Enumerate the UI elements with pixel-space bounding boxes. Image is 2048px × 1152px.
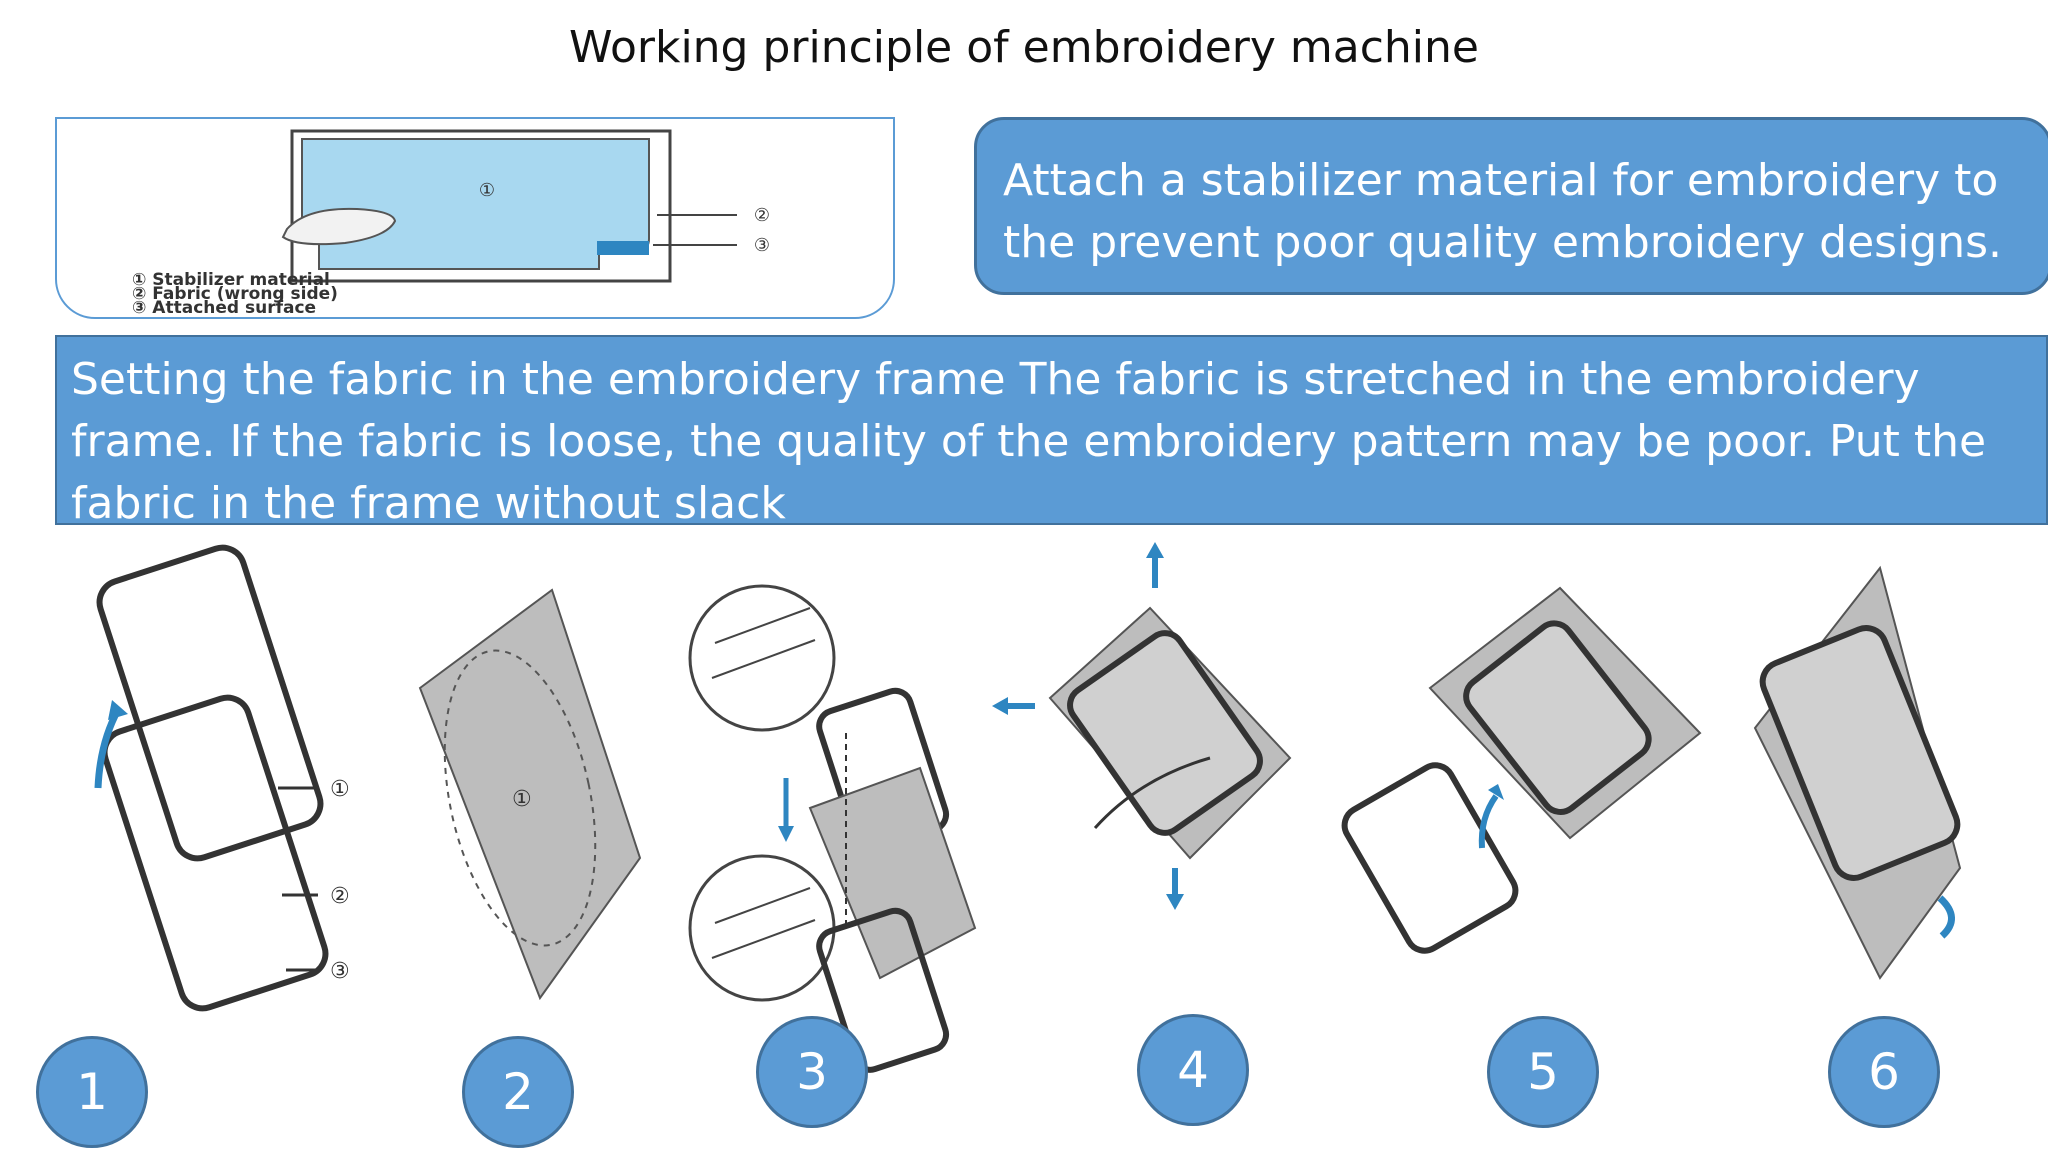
step-6-frame	[1759, 625, 1961, 881]
step-badge-3: 3	[756, 1016, 868, 1128]
step-4-frame	[1067, 630, 1263, 836]
legend-stabilizer: ① Stabilizer material	[132, 270, 330, 290]
detail-circle-top	[688, 584, 836, 732]
detail-line-top-2	[711, 639, 816, 679]
step-3-outer-frame	[816, 907, 950, 1073]
step-badge-6: 6	[1828, 1016, 1940, 1128]
marker-stabilizer: ①	[479, 180, 495, 201]
step-4-stretch-fabric	[992, 542, 1292, 910]
fabric-sheet	[418, 588, 642, 1001]
step-3-fabric	[808, 766, 977, 980]
attached-surface-shape	[597, 241, 649, 255]
step-5-arrow-icon	[1478, 794, 1499, 849]
legend-attached: ③ Attached surface	[132, 298, 316, 317]
step-3-align-frames	[688, 584, 977, 1073]
stabilizer-diagram: ① ② ③ ① Stabilizer material ② Fabric (wr…	[55, 117, 895, 319]
stabilizer-material-shape	[301, 138, 650, 270]
stabilizer-callout: Attach a stabilizer material for embroid…	[974, 117, 2048, 295]
design-area-outline	[443, 649, 597, 947]
frame-marker-1: ①	[330, 777, 350, 802]
step-badge-5: 5	[1487, 1016, 1599, 1128]
setting-fabric-banner: Setting the fabric in the embroidery fra…	[55, 335, 2048, 529]
outer-frame	[101, 694, 329, 1012]
lift-arrow-icon	[94, 708, 122, 789]
frame-marker-2: ②	[330, 884, 350, 909]
hand-outline	[1093, 756, 1211, 830]
step-badge-2: 2	[462, 1036, 574, 1148]
page-title: Working principle of embroidery machine	[569, 22, 1479, 73]
left-arrow-head-icon	[992, 697, 1008, 715]
down-arrow-step4-head-icon	[1166, 894, 1184, 910]
detail-circle-bottom	[688, 854, 836, 1002]
marker-attached: ③	[754, 235, 770, 256]
detail-line-bottom-1	[714, 887, 811, 924]
down-arrow-head-icon	[778, 826, 794, 842]
step-2-fabric-on-frame: ①	[418, 588, 642, 1001]
step-5-place-frame	[1341, 586, 1702, 954]
step-6-hooped-fabric	[1753, 565, 1962, 980]
step-badge-1: 1	[36, 1036, 148, 1148]
step-badge-4: 4	[1137, 1014, 1249, 1126]
up-arrow-head-icon	[1146, 542, 1164, 558]
step-5-arrow-head-icon	[1488, 784, 1504, 800]
detail-line-bottom-2	[711, 919, 816, 959]
frame-marker-3: ③	[330, 959, 350, 984]
fabric-outline	[290, 129, 672, 283]
lift-arrow-head-icon	[108, 700, 128, 720]
detail-line-top-1	[714, 607, 811, 644]
marker-fabric: ②	[754, 205, 770, 226]
hooping-steps-figure: ① ② ③ ①	[94, 542, 1962, 1073]
step-1-frames: ① ② ③	[94, 544, 350, 1012]
fabric-marker: ①	[512, 787, 532, 812]
step-5-inner-frame	[1463, 620, 1652, 815]
stabilizer-diagram-svg: ① ② ③ ① Stabilizer material ② Fabric (wr…	[132, 129, 770, 317]
step-6-rotate-arrow-icon	[1937, 895, 1955, 939]
legend-fabric: ② Fabric (wrong side)	[132, 284, 338, 304]
iron-icon	[281, 207, 397, 246]
